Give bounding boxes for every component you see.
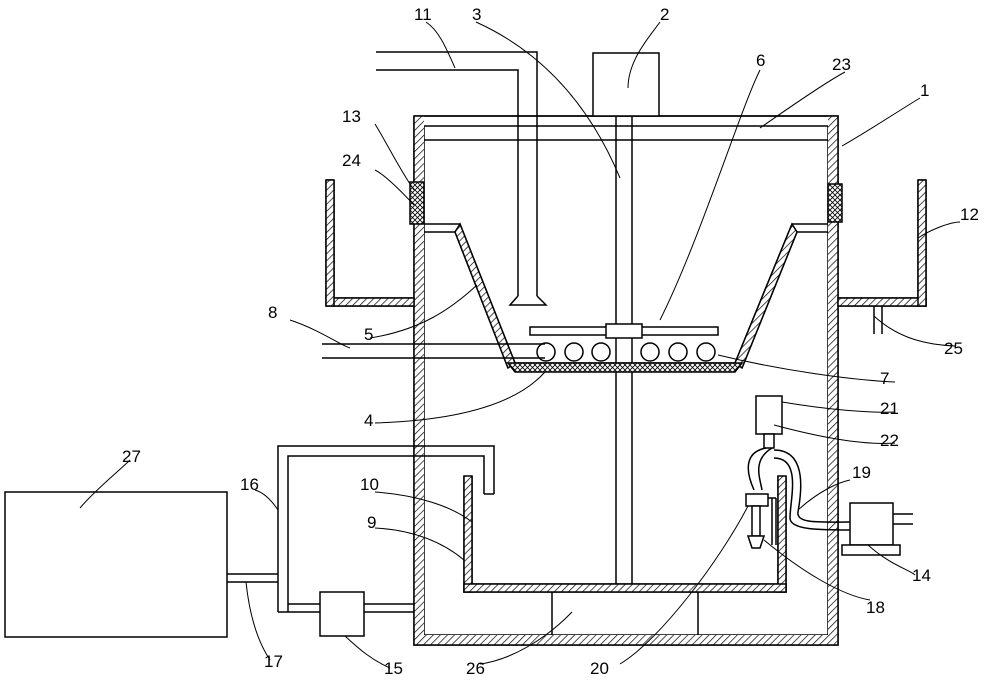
lifting-device bbox=[755, 395, 783, 449]
label-16: 16 bbox=[240, 475, 259, 494]
outlet-pipe bbox=[227, 573, 278, 583]
collection-basin bbox=[463, 475, 787, 593]
recycle-pipe bbox=[277, 445, 495, 613]
leader-lines bbox=[79, 21, 961, 669]
label-3: 3 bbox=[472, 5, 481, 24]
label-18: 18 bbox=[866, 598, 885, 617]
funnel-hopper bbox=[424, 222, 828, 370]
label-2: 2 bbox=[660, 5, 669, 24]
central-shaft bbox=[615, 116, 633, 590]
label-21: 21 bbox=[880, 399, 899, 418]
label-10: 10 bbox=[360, 475, 379, 494]
label-20: 20 bbox=[590, 659, 609, 678]
callout-labels: 1 2 3 4 5 6 7 8 9 10 11 12 13 14 15 16 1… bbox=[122, 5, 979, 678]
label-8: 8 bbox=[268, 303, 277, 322]
label-25: 25 bbox=[944, 339, 963, 358]
label-6: 6 bbox=[756, 51, 765, 70]
external-pump bbox=[841, 502, 913, 556]
suction-hose bbox=[747, 447, 851, 531]
overflow-trough-left bbox=[325, 179, 415, 307]
label-17: 17 bbox=[264, 652, 283, 671]
seal-ring-right bbox=[827, 183, 843, 223]
label-24: 24 bbox=[342, 151, 361, 170]
feed-pipe bbox=[322, 343, 545, 359]
drain-pipe bbox=[873, 306, 883, 334]
label-11: 11 bbox=[414, 5, 432, 24]
pump bbox=[319, 591, 365, 637]
label-12: 12 bbox=[960, 205, 979, 224]
screen-mesh bbox=[506, 362, 744, 373]
label-19: 19 bbox=[852, 463, 871, 482]
outer-tank bbox=[413, 115, 839, 646]
label-14: 14 bbox=[912, 566, 931, 585]
label-23: 23 bbox=[832, 55, 851, 74]
label-13: 13 bbox=[342, 107, 361, 126]
label-27: 27 bbox=[122, 447, 141, 466]
suction-nozzle bbox=[745, 493, 777, 549]
grinding-balls bbox=[536, 342, 716, 362]
inlet-pipe bbox=[376, 51, 548, 306]
motor bbox=[592, 52, 660, 117]
label-22: 22 bbox=[880, 431, 899, 450]
label-4: 4 bbox=[364, 411, 373, 430]
label-15: 15 bbox=[384, 659, 403, 678]
support-base bbox=[551, 592, 699, 635]
seal-ring-left bbox=[409, 181, 425, 225]
storage-tank bbox=[4, 491, 228, 638]
label-9: 9 bbox=[367, 513, 376, 532]
stirring-paddle bbox=[529, 323, 719, 339]
label-5: 5 bbox=[364, 325, 373, 344]
label-26: 26 bbox=[466, 659, 485, 678]
label-7: 7 bbox=[880, 369, 889, 388]
label-1: 1 bbox=[920, 81, 929, 100]
overflow-trough-right bbox=[837, 179, 927, 307]
